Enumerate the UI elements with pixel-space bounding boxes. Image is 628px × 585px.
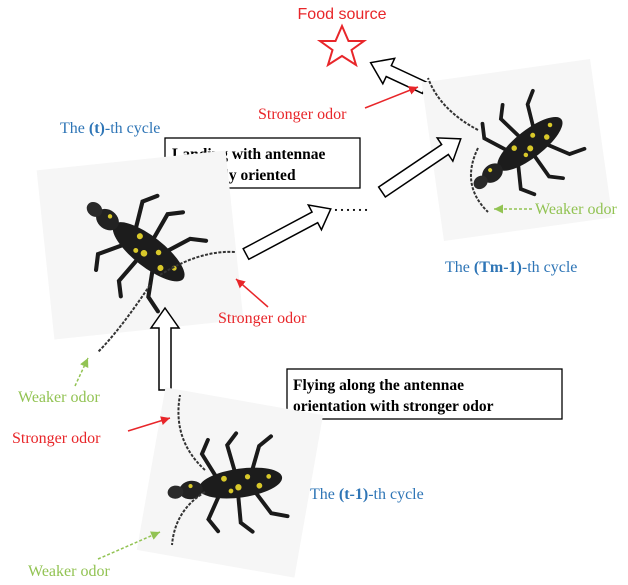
stronger-odor-mid: Stronger odor [218, 310, 307, 327]
stronger-odor-top: Stronger odor [258, 106, 347, 123]
beetle-t1-group [137, 387, 323, 577]
hollow-arrow-icon [365, 50, 431, 101]
cycle-tm-label: The (Tm-1)-th cycle [445, 259, 577, 276]
flying-line-1: Flying along the antennae [293, 377, 464, 394]
weaker-odor-mid: Weaker odor [18, 389, 100, 406]
stronger-odor-bottom: Stronger odor [12, 430, 101, 447]
flying-callout: Flying along the antennae orientation wi… [287, 369, 562, 419]
star-icon [320, 26, 364, 65]
ellipsis: …… [333, 195, 369, 215]
hollow-arrow-icon [239, 197, 337, 267]
cycle-t-label: The (t)-th cycle [60, 120, 160, 137]
weaker-odor-bottom: Weaker odor [28, 563, 110, 580]
weaker-odor-top: Weaker odor [535, 201, 617, 218]
food-source-label: Food source [298, 6, 387, 23]
beetle-t-group [37, 151, 244, 352]
flying-line-2: orientation with stronger odor [293, 398, 494, 415]
cycle-t1-label: The (t-1)-th cycle [310, 486, 424, 503]
